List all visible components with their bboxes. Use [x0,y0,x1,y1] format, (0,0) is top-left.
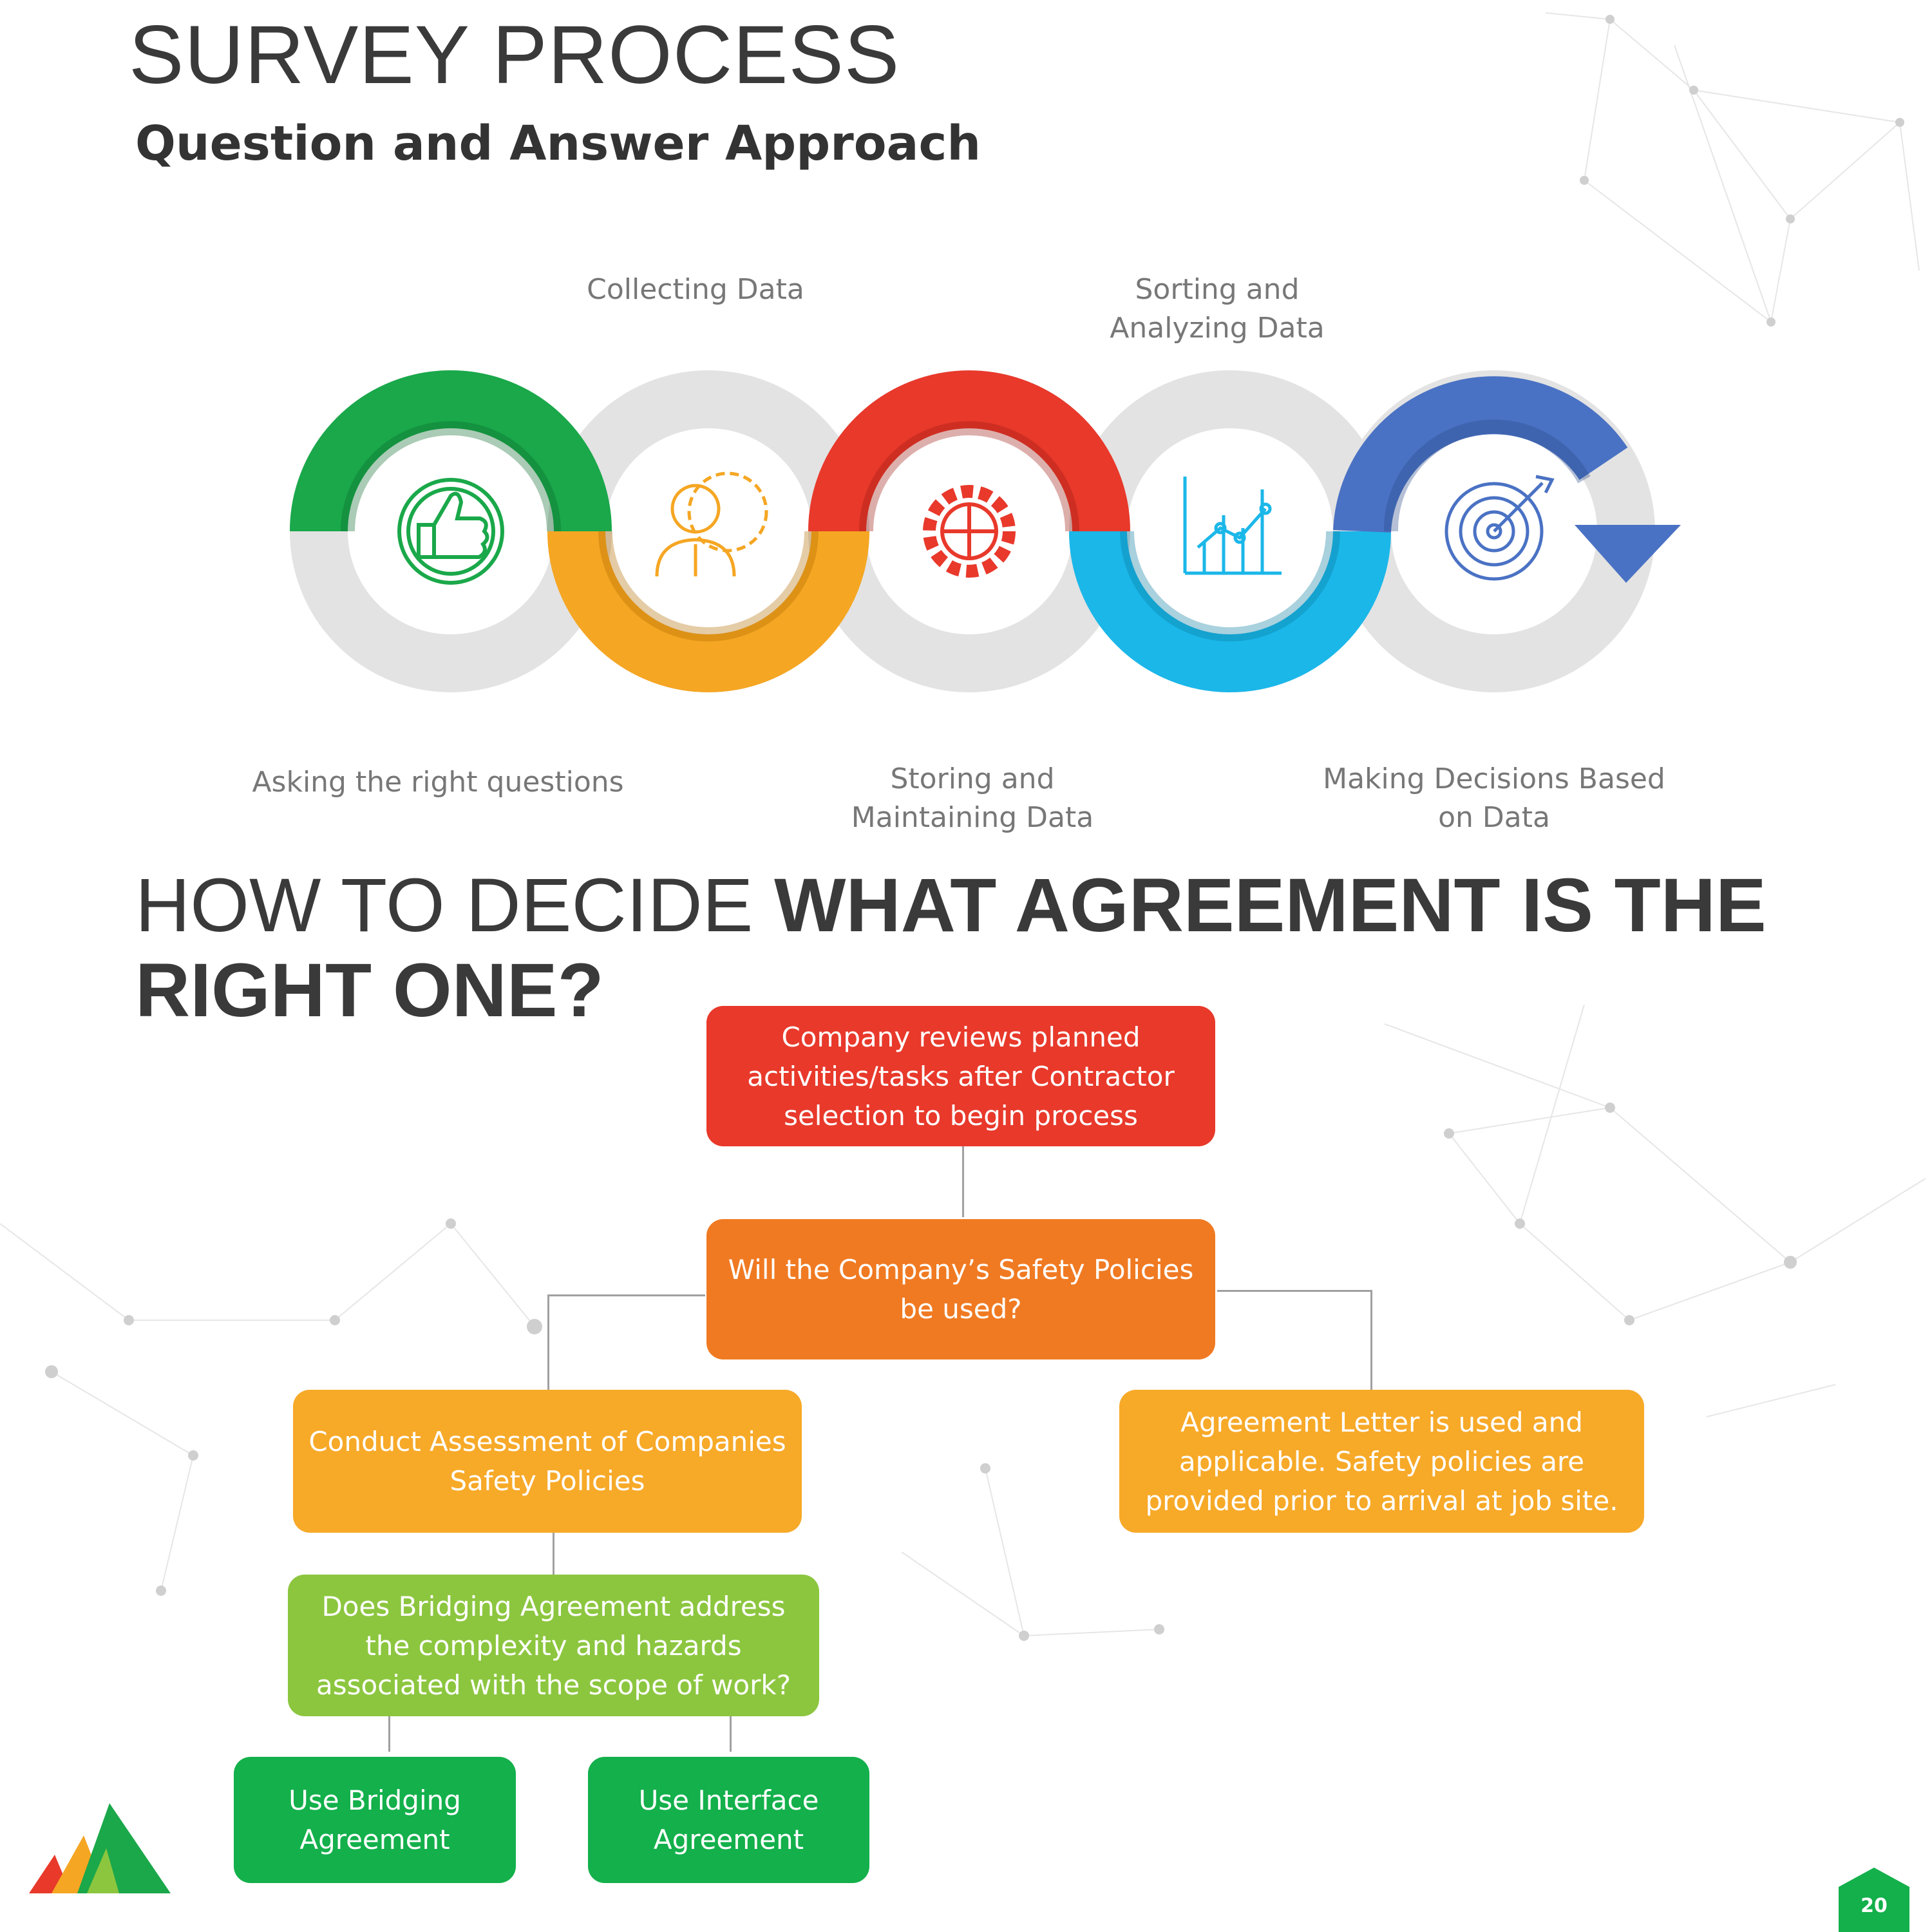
gear-icon [923,485,1016,578]
decision-heading-light: HOW TO DECIDE [135,863,775,948]
step-label-sorting: Sorting and Analyzing Data [1110,273,1325,345]
flow-box-agreement-letter: Agreement Letter is used and applicable.… [1119,1390,1644,1533]
arrowhead-icon [1575,525,1681,583]
thumbs-up-icon [397,478,504,585]
page-title: SURVEY PROCESS [129,9,900,101]
arc-cyan [1069,531,1391,692]
chart-icon [1183,477,1282,575]
connector-line [547,1294,549,1390]
company-logo [29,1803,171,1893]
flow-box-conduct-assessment: Conduct Assessment of Companies Safety P… [293,1390,802,1533]
step-label-storing: Storing and Maintaining Data [851,762,1094,834]
connector-line [1217,1290,1372,1292]
process-ring-diagram [290,370,1681,692]
arc-green [290,370,612,532]
connector-line [553,1533,554,1575]
arc-red [808,370,1130,532]
decision-heading-bold: WHAT AGREEMENT IS THE RIGHT ONE? [135,863,1766,1033]
page-number: 20 [1861,1895,1888,1917]
person-gear-icon [655,471,768,577]
arc-orange [547,531,869,692]
arc-blue [1333,376,1628,533]
connector-line [1370,1290,1372,1390]
decision-heading: HOW TO DECIDE WHAT AGREEMENT IS THE RIGH… [135,863,1810,1033]
step-label-making-decisions: Making Decisions Based on Data [1323,762,1665,834]
connector-line [547,1294,705,1296]
connector-line [962,1146,964,1217]
page-number-badge: 20 [1839,1868,1909,1932]
page-subtitle: Question and Answer Approach [135,116,981,171]
flow-box-safety-policies-question: Will the Company’s Safety Policies be us… [706,1219,1215,1359]
step-label-collecting: Collecting Data [587,273,804,306]
flow-box-use-bridging: Use Bridging Agreement [234,1757,516,1883]
target-icon [1444,475,1555,581]
step-label-asking: Asking the right questions [252,766,624,799]
flow-box-use-interface: Use Interface Agreement [588,1757,869,1883]
connector-line [388,1716,390,1752]
connector-line [730,1716,732,1752]
flow-box-company-reviews: Company reviews planned activities/tasks… [706,1006,1215,1146]
flow-box-bridging-question: Does Bridging Agreement address the comp… [288,1575,819,1716]
